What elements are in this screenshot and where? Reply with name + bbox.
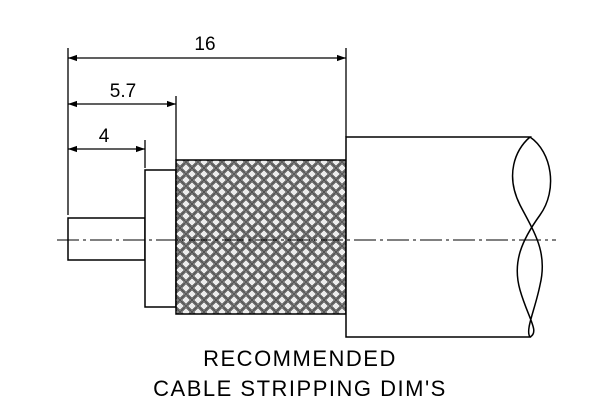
outer-jacket <box>345 136 544 338</box>
center-conductor-pin <box>67 217 146 261</box>
dimension-value-pin: 4 <box>99 126 110 147</box>
caption-line-1: RECOMMENDED <box>203 346 397 371</box>
dimension-value-shield: 5.7 <box>110 81 136 102</box>
dimension-value-overall: 16 <box>194 34 215 55</box>
braided-shield <box>175 159 347 315</box>
jacket-break-curve <box>516 136 552 338</box>
dielectric <box>144 169 177 308</box>
caption-line-2: CABLE STRIPPING DIM'S <box>153 376 447 401</box>
